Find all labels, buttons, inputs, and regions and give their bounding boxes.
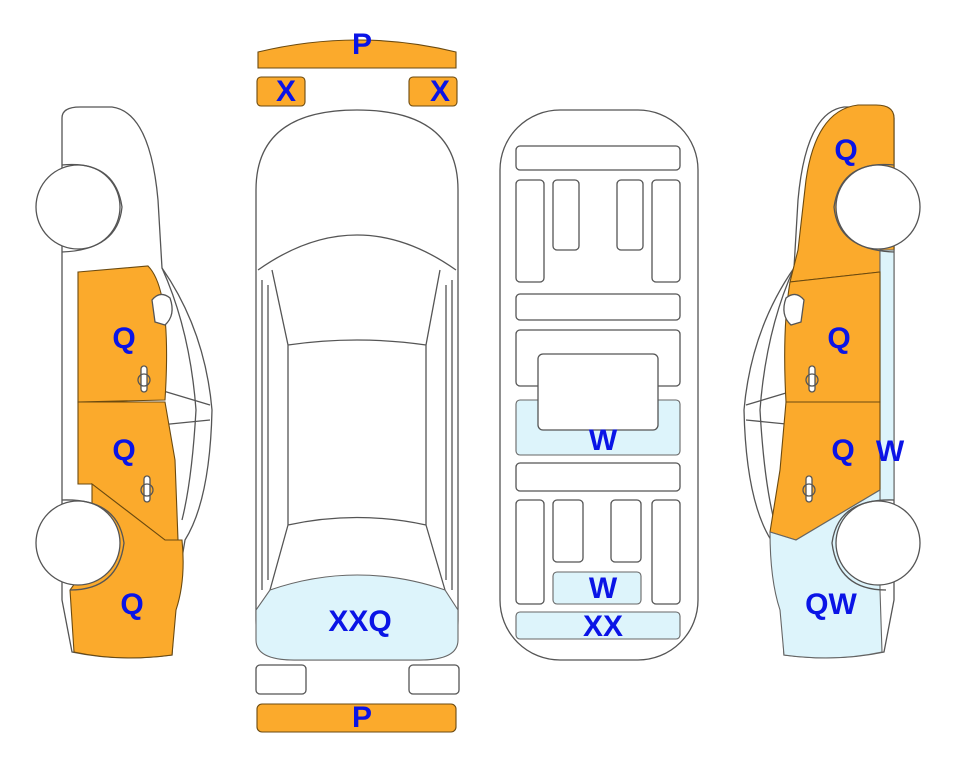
damage-labels: P X X Q Q Q XXQ P W W XX Q Q Q W QW [112, 28, 905, 734]
under-rear-panel[interactable] [552, 571, 642, 605]
rear-bumper[interactable] [256, 703, 457, 733]
label-under-rear-bumper: XX [583, 610, 623, 643]
label-rear-window: XXQ [328, 605, 391, 638]
rear-window[interactable] [255, 574, 459, 661]
label-under-center: W [589, 424, 618, 457]
label-right-rear-door: Q [831, 434, 854, 467]
right-side-view [743, 104, 921, 659]
top-view [255, 109, 460, 733]
label-right-mirror: X [430, 75, 450, 108]
underside-view [499, 109, 699, 661]
label-front-bumper: P [352, 28, 372, 61]
label-left-rear-door: Q [112, 434, 135, 467]
label-left-rear-fender: Q [120, 588, 143, 621]
right-mirror[interactable] [408, 76, 458, 107]
label-left-mirror: X [276, 75, 296, 108]
label-under-rear: W [589, 572, 618, 605]
label-rear-bumper: P [352, 701, 372, 734]
label-left-front-door: Q [112, 322, 135, 355]
front-bumper[interactable] [257, 39, 457, 69]
label-right-front-door: Q [827, 322, 850, 355]
left-side-view [35, 106, 213, 659]
left-mirror[interactable] [256, 76, 306, 107]
under-rear-bumper[interactable] [515, 611, 681, 640]
label-right-sill: W [876, 435, 905, 468]
label-right-rear-fender: QW [805, 588, 857, 621]
label-right-front-fender: Q [834, 134, 857, 167]
